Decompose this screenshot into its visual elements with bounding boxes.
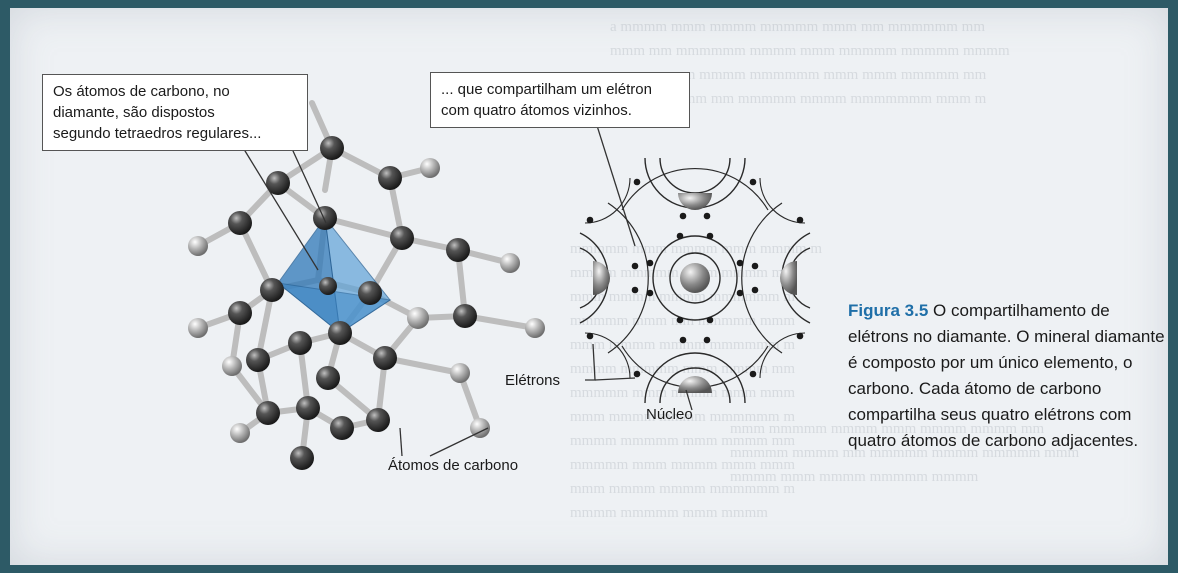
textbook-page: a mmmm mmm mmmm mmmmm mmm mm mmmmmm mm m… [10, 8, 1168, 565]
label-eletrons: Elétrons [505, 372, 561, 389]
tetrahedron [276, 216, 392, 335]
caption-text: O compartilhamento de elétrons no diaman… [848, 301, 1165, 450]
figure-caption: Figura 3.5 O compartilhamento de elétron… [848, 298, 1168, 454]
label-pointers [585, 343, 693, 411]
label-atomos-de-carbono: Átomos de carbono [388, 457, 519, 474]
label-nucleo: Núcleo [646, 406, 693, 423]
nuclei [593, 193, 797, 393]
callout-tetrahedron: Os átomos de carbono, no diamante, são d… [42, 74, 308, 151]
lattice-atoms-light [188, 158, 545, 443]
callout-pointers [241, 112, 636, 457]
electrons [586, 178, 804, 378]
lattice-atoms-dark [228, 136, 477, 470]
figure-illustrations [188, 100, 811, 470]
diamond-lattice [188, 100, 545, 470]
figure-number: Figura 3.5 [848, 301, 929, 320]
callout-sharing: ... que compartilham um elétron com quat… [430, 72, 690, 128]
